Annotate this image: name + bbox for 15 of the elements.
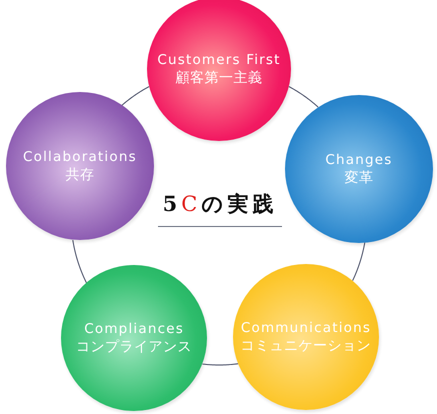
node-subtitle: コンプライアンス <box>76 338 192 356</box>
connector-arc <box>352 242 366 282</box>
node-title: Collaborations <box>23 148 137 166</box>
node-title: Communications <box>240 318 372 337</box>
connector-arc <box>121 86 150 106</box>
node-title: Compliances <box>84 320 184 338</box>
node-subtitle: 共存 <box>65 166 94 184</box>
connector-arc <box>202 363 239 366</box>
connector-arc <box>288 86 319 108</box>
connector-arc <box>72 240 87 284</box>
node-subtitle: 変革 <box>344 168 374 187</box>
node-subtitle: コミュニケーション <box>240 336 372 355</box>
node-title: Changes <box>325 150 392 169</box>
node-title: Customers First <box>157 51 281 69</box>
node-subtitle: 顧客第一主義 <box>176 69 262 87</box>
